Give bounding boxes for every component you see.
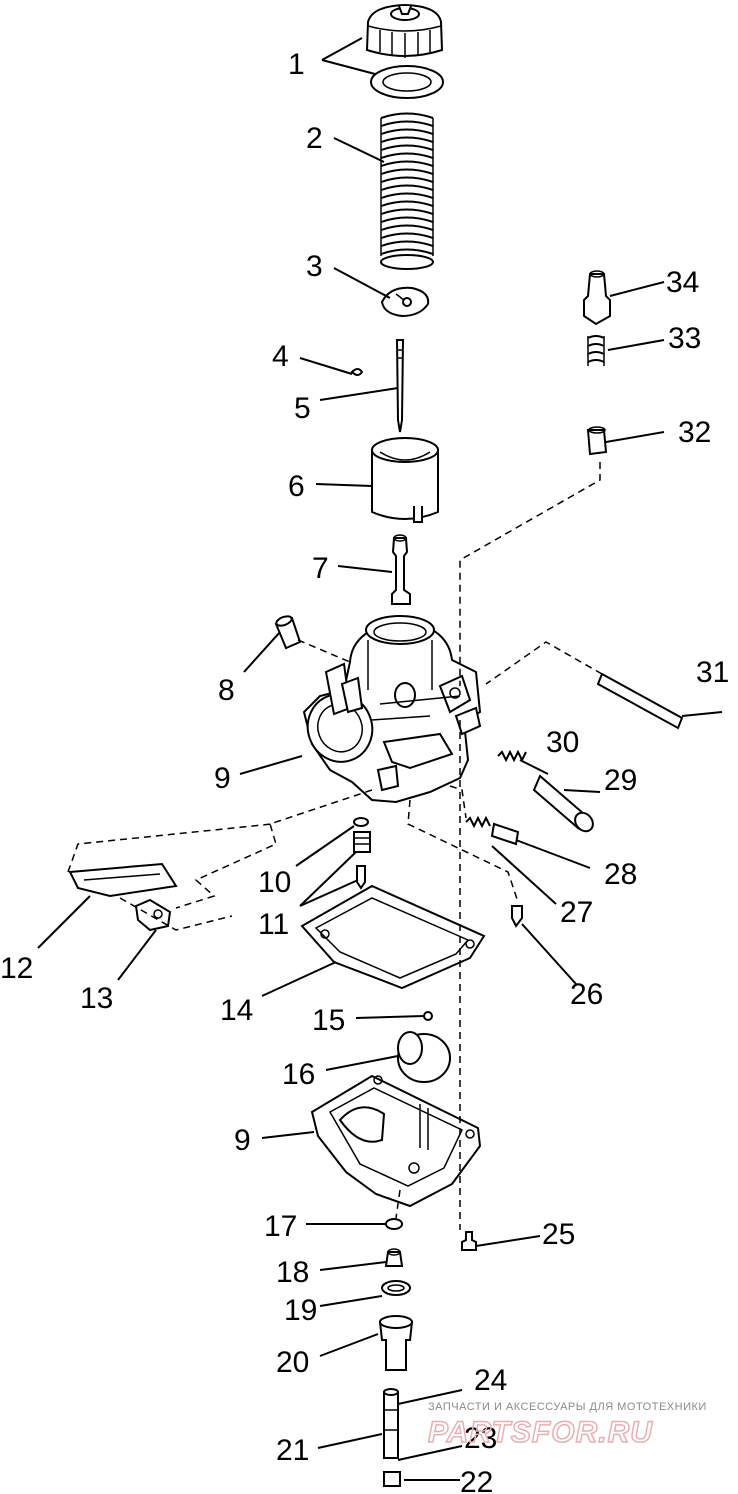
- label-9-body: 9: [214, 762, 231, 795]
- part-throttle-slide: [371, 437, 439, 523]
- label-27: 27: [560, 896, 593, 929]
- label-18: 18: [276, 1256, 309, 1289]
- part-jet-needle: [395, 339, 405, 433]
- watermark-brand: PARTSFOR.RU: [428, 1416, 653, 1449]
- part-cap-washer: [370, 65, 444, 99]
- label-34: 34: [666, 266, 699, 299]
- label-22: 22: [460, 1466, 493, 1494]
- part-float-pin: [423, 1011, 433, 1021]
- part-pilot-air-screw: [490, 822, 520, 846]
- part-throttle-stop-spring: [497, 749, 527, 763]
- part-jet-washer: [385, 1218, 403, 1230]
- part-needle-jet: [391, 534, 411, 605]
- label-33: 33: [668, 322, 701, 355]
- label-19: 19: [284, 1294, 317, 1327]
- part-float: [397, 1031, 451, 1083]
- label-20: 20: [276, 1346, 309, 1379]
- part-carb-body: [302, 615, 482, 804]
- part-drain-tube: [383, 1388, 399, 1459]
- part-cap: [365, 3, 444, 58]
- label-7: 7: [312, 552, 329, 585]
- watermark: ЗАПЧАСТИ И АКСЕССУАРЫ ДЛЯ МОТОТЕХНИКИ PA…: [427, 1401, 707, 1450]
- part-rod: [596, 672, 684, 730]
- label-1: 1: [288, 48, 305, 81]
- label-29: 29: [604, 764, 637, 797]
- part-pilot-washer: [353, 817, 369, 827]
- part-needle-clip: [350, 368, 364, 376]
- part-choke-plate: [68, 862, 178, 898]
- label-4: 4: [272, 340, 289, 373]
- label-2: 2: [306, 122, 323, 155]
- label-11: 11: [258, 908, 289, 941]
- assembly-lines: [67, 462, 603, 1230]
- part-float-bowl-gasket: [300, 884, 486, 990]
- part-choke-lever: [134, 898, 172, 932]
- label-23: 23: [464, 1422, 497, 1455]
- label-13: 13: [80, 982, 113, 1015]
- label-24: 24: [474, 1364, 507, 1397]
- label-10: 10: [258, 866, 291, 899]
- part-spring: [380, 112, 434, 270]
- label-8: 8: [218, 674, 235, 707]
- part-throttle-stop-screw: [532, 774, 594, 833]
- label-12: 12: [0, 952, 33, 985]
- part-bowl-screw: [461, 1231, 477, 1251]
- part-jet-holder: [378, 1315, 414, 1371]
- label-15: 15: [312, 1004, 345, 1037]
- label-5: 5: [294, 392, 311, 425]
- label-32: 32: [678, 416, 711, 449]
- part-cable-adjuster: [583, 270, 611, 326]
- label-16: 16: [282, 1058, 315, 1091]
- callout-labels: 1 2 3 4 5 6 7 8 9 10 11 12 13 14 15 16 9…: [0, 48, 729, 1494]
- part-drain-plug: [383, 1471, 401, 1487]
- part-adjuster-nut: [586, 426, 608, 456]
- label-6: 6: [288, 470, 305, 503]
- label-28: 28: [604, 858, 637, 891]
- label-25: 25: [542, 1218, 575, 1251]
- part-adjuster-spring: [587, 335, 605, 366]
- part-retainer-plate: [380, 286, 430, 318]
- part-cap-small: [274, 615, 302, 650]
- label-21: 21: [276, 1434, 309, 1467]
- part-o-ring: [381, 1280, 411, 1296]
- part-main-jet: [384, 1248, 404, 1267]
- part-small-screw: [511, 905, 523, 928]
- leader-lines: [37, 37, 723, 1481]
- part-pilot-air-spring: [465, 815, 491, 829]
- label-31: 31: [696, 656, 729, 689]
- watermark-tagline: ЗАПЧАСТИ И АКСЕССУАРЫ ДЛЯ МОТОТЕХНИКИ: [428, 1401, 707, 1413]
- part-pilot-jet: [353, 831, 371, 890]
- label-26: 26: [570, 978, 603, 1011]
- label-3: 3: [306, 250, 323, 283]
- label-30: 30: [546, 726, 579, 759]
- label-14: 14: [220, 994, 253, 1027]
- label-9-bowl: 9: [234, 1124, 251, 1157]
- label-17: 17: [264, 1210, 297, 1243]
- part-float-bowl: [310, 1074, 482, 1208]
